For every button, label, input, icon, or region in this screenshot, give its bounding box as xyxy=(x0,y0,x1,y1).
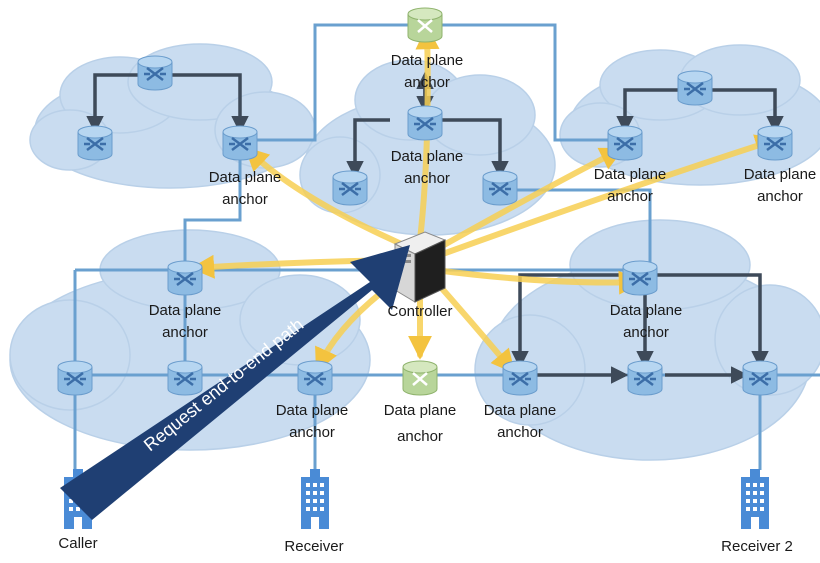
router-icon xyxy=(741,359,779,397)
receiver-building-icon xyxy=(301,469,329,529)
router-icon xyxy=(56,359,94,397)
router-icon xyxy=(221,124,259,162)
router-icon xyxy=(756,124,794,162)
receiver-label: Receiver xyxy=(284,538,344,555)
router-icon xyxy=(166,359,204,397)
controller-label: Controller xyxy=(387,303,453,320)
router-icon xyxy=(136,54,174,92)
receiver2-building-icon xyxy=(741,469,769,529)
data-paths xyxy=(86,71,784,384)
green-anchor-icon xyxy=(406,6,444,44)
caller-label: Caller xyxy=(58,535,98,552)
router-icon xyxy=(606,124,644,162)
router-icon xyxy=(406,104,444,142)
router-icon xyxy=(621,259,659,297)
green-anchor-icon xyxy=(401,359,439,397)
router-icon xyxy=(296,359,334,397)
router-icon xyxy=(481,169,519,207)
cloud-bottom-left xyxy=(9,229,371,451)
receiver2-label: Receiver 2 xyxy=(721,538,793,555)
router-icon xyxy=(166,259,204,297)
router-icon xyxy=(626,359,664,397)
router-icon xyxy=(501,359,539,397)
router-icon xyxy=(76,124,114,162)
router-icon xyxy=(676,69,714,107)
router-icon xyxy=(331,169,369,207)
